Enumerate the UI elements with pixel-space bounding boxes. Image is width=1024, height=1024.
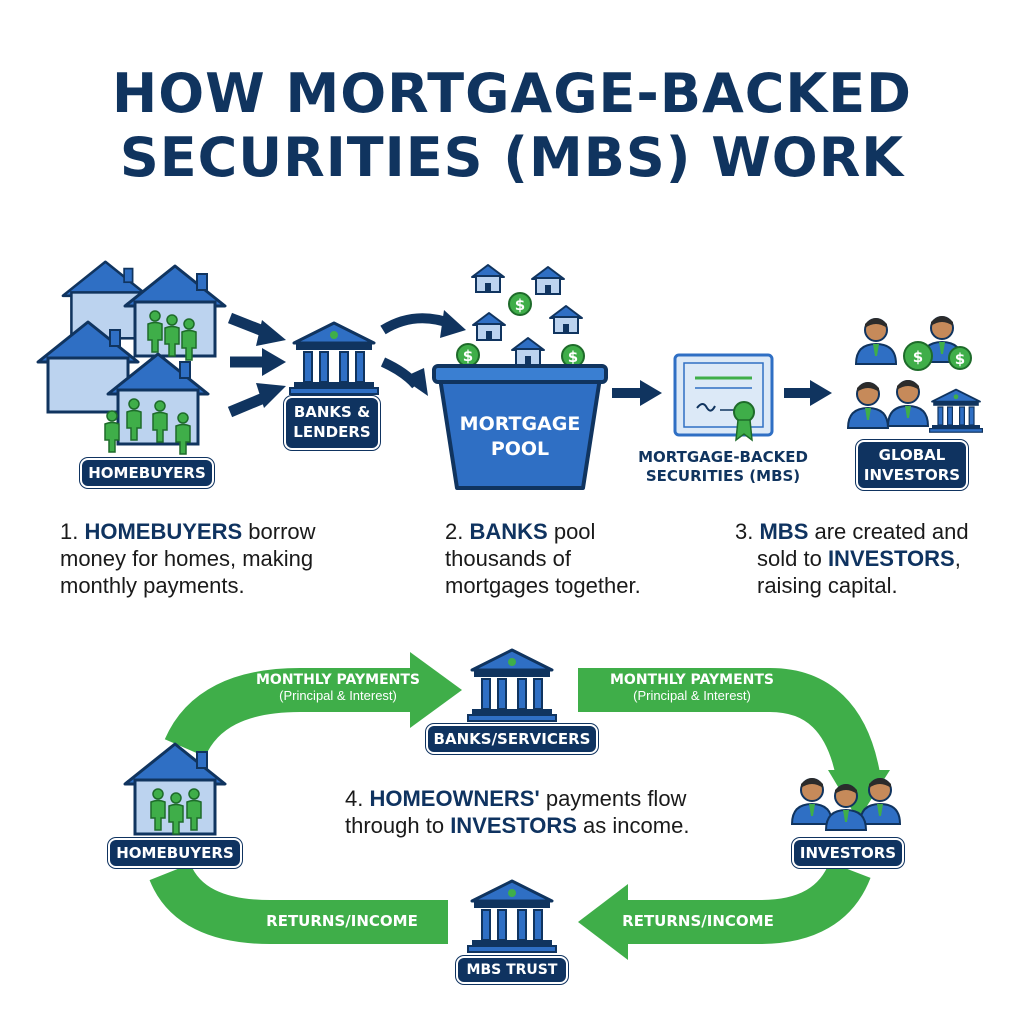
step3-caption: 3. MBS are created and sold to INVESTORS… xyxy=(735,518,995,599)
banks-lenders-label: BANKS & LENDERS xyxy=(286,398,378,448)
step3-line2b: , xyxy=(954,546,961,571)
banks-servicers-label: BANKS/SERVICERS xyxy=(428,726,596,752)
step3-bold: MBS xyxy=(759,519,809,544)
step2-caption: 2. BANKS pool thousands of mortgages tog… xyxy=(445,518,675,599)
homebuyers-label: HOMEBUYERS xyxy=(82,460,212,486)
global-investors-line2: INVESTORS xyxy=(863,466,961,484)
step3-line2a: sold to xyxy=(757,546,828,571)
step4-bold: HOMEOWNERS' xyxy=(369,786,540,811)
step2-bold: BANKS xyxy=(469,519,548,544)
arrow-mbs-to-investors xyxy=(784,380,832,406)
global-investors-illustration: $ xyxy=(847,315,984,434)
mortgage-pool-label: MORTGAGE POOL xyxy=(447,412,593,462)
svg-text:$: $ xyxy=(913,348,923,366)
step3-line3: raising capital. xyxy=(757,573,898,598)
investors-cycle-label: INVESTORS xyxy=(794,840,902,866)
step4-line2a: through to xyxy=(345,813,451,838)
returns-income-left: RETURNS/INCOME xyxy=(266,912,418,930)
arrows-to-banks xyxy=(227,312,286,418)
monthly-payments-left-sub: (Principal & Interest) xyxy=(279,688,397,703)
arrow-pool-to-mbs xyxy=(612,380,662,406)
step1-rest1: borrow xyxy=(242,519,316,544)
cycle-arrows xyxy=(149,652,890,960)
homebuyers-houses-illustration xyxy=(36,260,227,455)
step3-number: 3. xyxy=(735,519,754,544)
mortgage-pool-line2: POOL xyxy=(490,438,550,460)
banks-servicers-icon xyxy=(466,648,558,723)
step2-number: 2. xyxy=(445,519,464,544)
mbs-label-line2: SECURITIES (MBS) xyxy=(645,467,801,485)
investors-group-icon xyxy=(791,777,901,831)
step3-rest1: are created and xyxy=(808,519,969,544)
step4-line2b: as income. xyxy=(576,813,690,838)
step4-rest1: payments flow xyxy=(539,786,687,811)
mbs-label: MORTGAGE-BACKED SECURITIES (MBS) xyxy=(628,448,818,486)
mbs-trust-label: MBS TRUST xyxy=(458,958,566,982)
step4-number: 4. xyxy=(345,786,364,811)
step4-bold2: INVESTORS xyxy=(450,813,577,838)
mortgage-pool-bin xyxy=(432,364,608,490)
monthly-payments-left-title: MONTHLY PAYMENTS xyxy=(255,672,421,688)
mbs-trust-icon xyxy=(466,879,558,954)
global-investors-line1: GLOBAL xyxy=(878,446,946,464)
step3-bold2: INVESTORS xyxy=(827,546,955,571)
banks-lenders-label-line1: BANKS & xyxy=(293,403,371,421)
step1-line2: money for homes, making xyxy=(60,546,314,571)
monthly-payments-right-title: MONTHLY PAYMENTS xyxy=(609,672,775,688)
mbs-certificate-icon xyxy=(673,353,774,442)
page-title-line1: HOW MORTGAGE-BACKED xyxy=(112,62,912,125)
mortgage-pool-line1: MORTGAGE xyxy=(459,413,581,435)
banks-lenders-label-line2: LENDERS xyxy=(293,423,371,441)
step1-caption: 1. HOMEBUYERS borrow money for homes, ma… xyxy=(60,518,340,599)
step1-line3: monthly payments. xyxy=(60,573,245,598)
step1-number: 1. xyxy=(60,519,79,544)
step2-rest1: pool xyxy=(547,519,596,544)
step2-line3: mortgages together. xyxy=(445,573,641,598)
page-title-line2: SECURITIES (MBS) WORK xyxy=(119,126,905,189)
returns-income-right: RETURNS/INCOME xyxy=(622,912,774,930)
monthly-payments-right-sub: (Principal & Interest) xyxy=(633,688,751,703)
step2-line2: thousands of xyxy=(445,546,571,571)
homebuyers-home-icon xyxy=(123,742,227,836)
arrows-to-pool xyxy=(380,310,466,396)
homebuyers-cycle-label: HOMEBUYERS xyxy=(110,840,240,866)
step4-caption: 4. HOMEOWNERS' payments flow through to … xyxy=(345,785,705,839)
mbs-label-line1: MORTGAGE-BACKED xyxy=(638,448,808,466)
falling-houses-and-coins xyxy=(456,264,585,368)
step1-bold: HOMEBUYERS xyxy=(84,519,243,544)
banks-lenders-icon xyxy=(288,321,380,396)
global-investors-label: GLOBAL INVESTORS xyxy=(858,442,966,488)
